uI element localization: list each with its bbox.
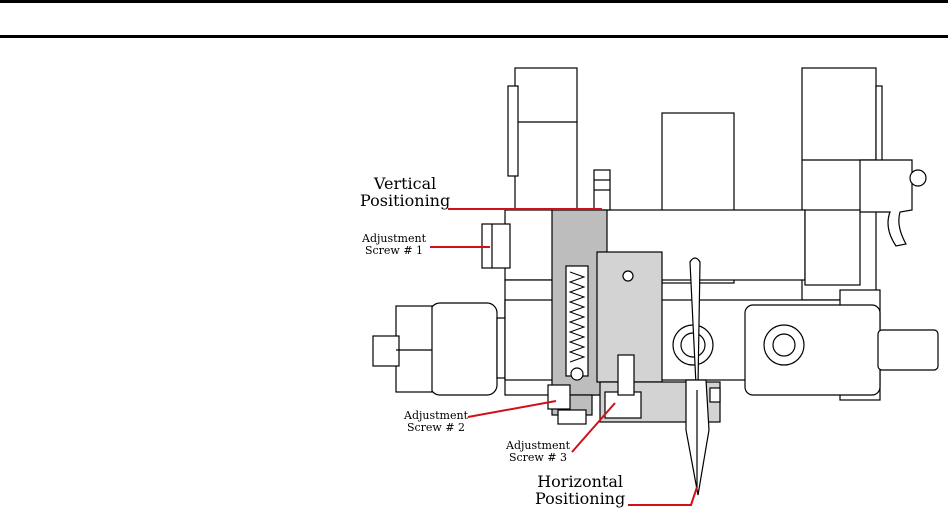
hook-bracket	[859, 159, 913, 247]
label-line: Positioning	[535, 488, 626, 508]
label-line: Adjustment	[404, 409, 468, 422]
leader-adjustment-screw-2	[467, 400, 557, 418]
roller-housing	[429, 302, 498, 396]
spring	[568, 271, 586, 363]
label-line: Vertical	[373, 174, 437, 193]
left-column-edge	[507, 85, 519, 177]
label-line: Adjustment	[362, 232, 426, 245]
label-vertical-positioning: Vertical Positioning	[360, 174, 451, 210]
leader-adjustment-screw-3	[571, 402, 616, 453]
top-rule	[0, 0, 948, 3]
needle-probe	[689, 257, 701, 386]
label-adjustment-screw-2: Adjustment Screw # 2	[404, 410, 468, 433]
label-horizontal-positioning: Horizontal Positioning	[535, 472, 626, 508]
label-line: Horizontal	[537, 472, 624, 491]
leader-horizontal-positioning	[628, 486, 698, 506]
left-column	[514, 67, 578, 211]
label-line: Screw # 2	[406, 420, 466, 434]
label-line: Positioning	[360, 190, 451, 210]
label-line: Adjustment	[506, 439, 570, 452]
label-adjustment-screw-1: Adjustment Screw # 1	[362, 233, 426, 256]
label-line: Screw # 1	[364, 243, 424, 257]
header-rule	[0, 35, 948, 38]
label-line: Screw # 3	[508, 450, 568, 464]
label-adjustment-screw-3: Adjustment Screw # 3	[506, 440, 570, 463]
